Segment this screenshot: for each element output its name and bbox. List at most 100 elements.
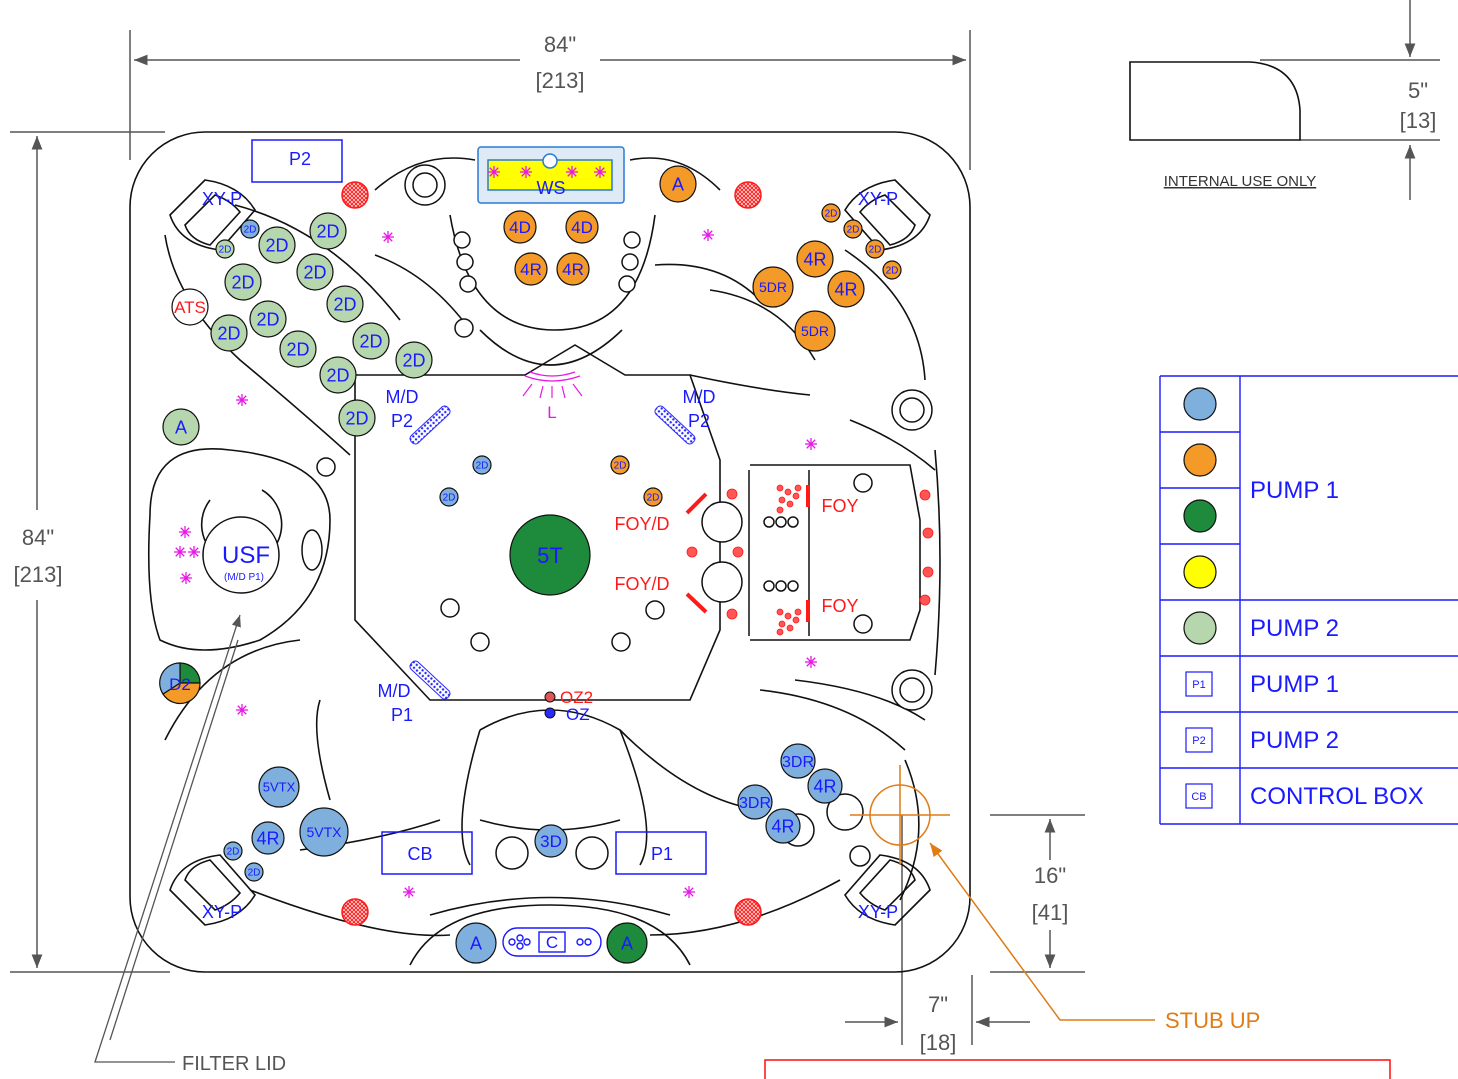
jet-circle xyxy=(395,341,433,379)
air-injector-icon xyxy=(236,704,248,716)
light-label: L xyxy=(547,403,556,422)
md-p1-label-top: M/D xyxy=(378,681,411,701)
jet-label: 2D xyxy=(825,209,838,220)
legend-box-text: P2 xyxy=(1192,735,1205,747)
suction-icon xyxy=(341,898,369,926)
jet-circle xyxy=(215,239,235,259)
usf-label: USF xyxy=(222,542,270,569)
jet-circle xyxy=(821,203,841,223)
jet-2d: 2D xyxy=(210,314,248,352)
xyp-label: XY-P xyxy=(202,189,242,209)
air-injector-icon xyxy=(520,166,532,178)
jet-5vtx: 5VTX xyxy=(299,807,349,857)
jet-circle xyxy=(326,285,364,323)
air-injector-icon xyxy=(683,886,695,898)
legend-row: P2 PUMP 2 xyxy=(1185,727,1339,754)
control-pad xyxy=(502,927,602,957)
jet-label: A xyxy=(621,933,633,953)
legend-circle-swatch xyxy=(1183,499,1217,533)
jet-circle xyxy=(251,821,285,855)
legend-label: PUMP 1 xyxy=(1250,671,1339,698)
jet-circle xyxy=(807,768,843,804)
jet-circle xyxy=(534,824,568,858)
jet-label: 2D xyxy=(248,868,261,879)
jet-label: 2D xyxy=(217,323,240,343)
drain-fitting xyxy=(899,397,925,423)
jet-4r: 4R xyxy=(556,252,590,286)
foy-label: FOY xyxy=(821,496,858,516)
jet-label: 5T xyxy=(537,543,563,568)
jet-2d: 2D xyxy=(395,341,433,379)
md-p2-label-top: M/D xyxy=(683,387,716,407)
jet-label: 4R xyxy=(520,260,542,279)
legend-row xyxy=(1183,555,1217,589)
jet-label: 2D xyxy=(869,245,882,256)
legend-box-swatch xyxy=(1185,727,1213,753)
stub-up-marker xyxy=(850,765,1155,1021)
jet-circle xyxy=(659,165,697,203)
jet-circle xyxy=(606,922,648,964)
suction-icon xyxy=(734,181,762,209)
light-fixture xyxy=(522,371,583,399)
jet-circle xyxy=(309,212,347,250)
jet-circle xyxy=(765,808,801,844)
jet-a: A xyxy=(455,922,497,964)
md-p1-label-bottom: P1 xyxy=(391,705,413,725)
legend-label: PUMP 2 xyxy=(1250,615,1339,642)
jet-label: 2D xyxy=(326,365,349,385)
jet-circle xyxy=(352,322,390,360)
jet-circle xyxy=(338,399,376,437)
legend-group-label: PUMP 1 xyxy=(1250,477,1339,504)
tub-labels: XY-P XY-P XY-P XY-P M/D P2 M/D P2 M/D P1… xyxy=(202,189,898,922)
usf-filter xyxy=(202,516,280,594)
jet-label: 2D xyxy=(886,266,899,277)
jet-a: A xyxy=(606,922,648,964)
jet-label: 2D xyxy=(345,408,368,428)
jet-3dr: 3DR xyxy=(780,743,816,779)
legend-label: PUMP 2 xyxy=(1250,727,1339,754)
oz-label: OZ xyxy=(566,705,590,724)
jet-2d: 2D xyxy=(610,455,630,475)
jet-circle xyxy=(780,743,816,779)
air-injector-icon xyxy=(236,394,248,406)
jet-circle xyxy=(643,487,663,507)
air-injector-markers xyxy=(174,166,817,898)
jet-circle xyxy=(210,314,248,352)
jet-circle xyxy=(752,266,794,308)
jet-circle xyxy=(882,260,902,280)
air-injector-icon xyxy=(566,166,578,178)
jet-label: A xyxy=(470,933,482,953)
jet-label: 5VTX xyxy=(306,824,342,840)
jet-2d: 2D xyxy=(882,260,902,280)
filter-lid-note: FILTER LID xyxy=(182,1053,286,1075)
jet-2d: 2D xyxy=(296,253,334,291)
jet-label: 2D xyxy=(227,847,240,858)
jet-circle xyxy=(455,922,497,964)
jet-circle xyxy=(162,408,200,446)
ats-label: ATS xyxy=(174,298,206,317)
control-c-label: C xyxy=(546,933,558,952)
jet-label: 4D xyxy=(509,218,531,237)
stub-up-note: STUB UP xyxy=(1165,1008,1260,1033)
jet-4d: 4D xyxy=(565,210,599,244)
jet-circle xyxy=(244,862,264,882)
offset-y-dimension-cm: [41] xyxy=(1032,900,1069,925)
jet-5vtx: 5VTX xyxy=(258,766,300,808)
jet-label: 2D xyxy=(219,245,232,256)
jet-label: 4R xyxy=(803,249,826,269)
jet-label: 3DR xyxy=(782,754,814,771)
legend-row xyxy=(1183,499,1217,533)
depth-dimension-cm: [13] xyxy=(1400,108,1437,133)
jet-label: 2D xyxy=(614,461,627,472)
xyp-label: XY-P xyxy=(202,902,242,922)
width-dimension-cm: [213] xyxy=(536,68,585,93)
air-injector-icon xyxy=(702,229,714,241)
jet-circle xyxy=(794,310,836,352)
md-p2-label-top: M/D xyxy=(386,387,419,407)
skimmer-port xyxy=(301,529,323,571)
offset-y-dimension-in: 16" xyxy=(1034,863,1066,888)
jet-label: A xyxy=(672,174,684,194)
jet-circle xyxy=(556,252,590,286)
